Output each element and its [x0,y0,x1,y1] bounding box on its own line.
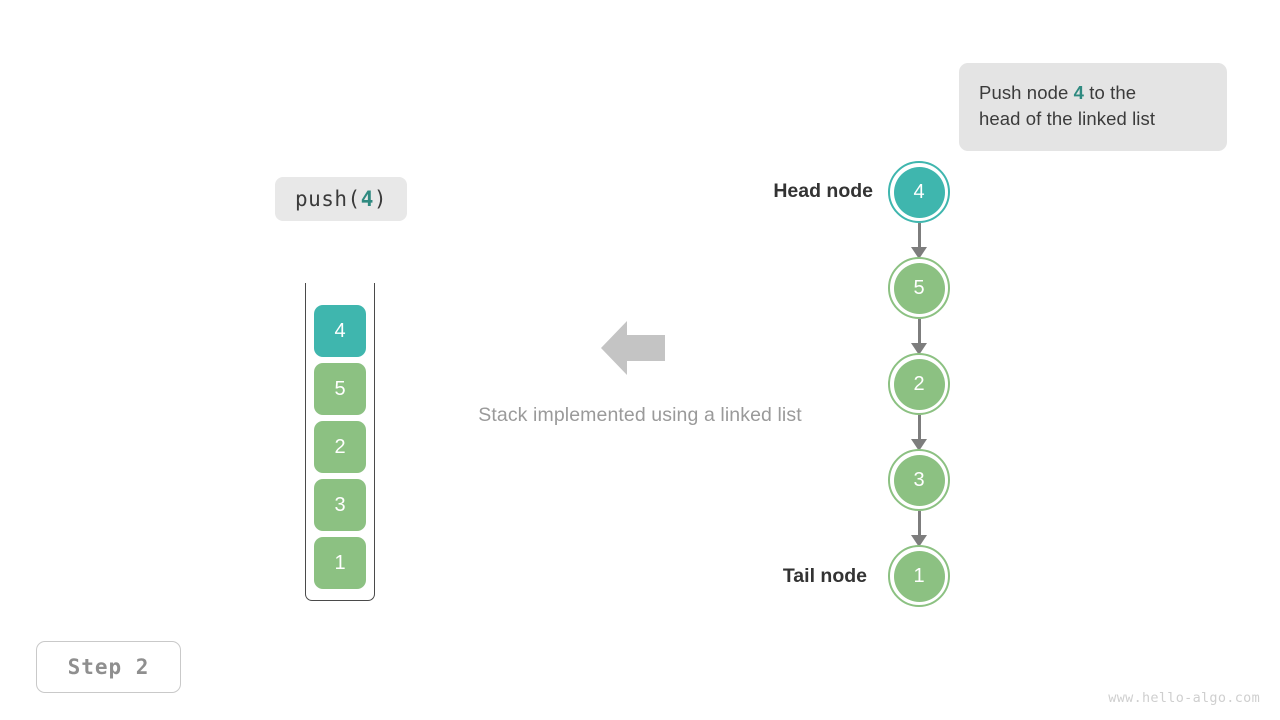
callout-highlight-value: 4 [1073,82,1084,103]
linked-list-link [917,319,921,349]
linked-list-link [917,511,921,541]
operation-close-paren: ) [373,187,388,211]
linked-list-node-value: 2 [913,372,925,395]
callout-text-before: Push node [979,82,1074,103]
stack-cell-value: 3 [334,493,346,516]
stack-cell: 2 [314,421,366,473]
stack-cell: 4 [314,305,366,357]
stack-cell-value: 1 [334,551,346,574]
operation-argument: 4 [360,187,374,211]
operation-name: push [294,187,348,211]
linked-list-node: 2 [888,353,950,415]
stack-cell: 3 [314,479,366,531]
stack-cell: 5 [314,363,366,415]
operation-chip-push: push(4) [275,177,407,221]
callout-text-after: to the [1084,82,1137,103]
linked-list-node-value: 5 [913,276,925,299]
linked-list-node-tail: 1 [888,545,950,607]
arrow-left-icon [601,321,665,375]
linked-list-node-value: 3 [913,468,925,491]
linked-list-node: 3 [888,449,950,511]
head-node-label: Head node [773,180,873,202]
callout-tooltip: Push node 4 to the head of the linked li… [959,63,1227,151]
operation-open-paren: ( [347,187,361,211]
stack-cell-value: 5 [334,377,346,400]
stack-cell: 1 [314,537,366,589]
linked-list-link [917,223,921,253]
linked-list-node-circle: 1 [893,550,945,602]
stack-caption: Stack implemented using a linked list [478,404,802,426]
linked-list-link [917,415,921,445]
stack-cell-value: 4 [334,319,346,342]
linked-list-node-value: 4 [913,180,925,203]
linked-list-node-circle: 3 [893,454,945,506]
linked-list-node-value: 1 [913,564,925,587]
watermark: www.hello-algo.com [1108,690,1260,706]
linked-list-node: 5 [888,257,950,319]
stack-cell-list: 4 5 2 3 1 [314,305,366,589]
linked-list-node-head: 4 [888,161,950,223]
step-badge: Step 2 [36,641,181,693]
stack-cell-value: 2 [334,435,346,458]
linked-list-node-circle: 5 [893,262,945,314]
tail-node-label: Tail node [782,565,867,587]
callout-line-two: head of the linked list [979,108,1156,129]
linked-list-visualization: 4 5 2 3 1 [888,161,952,617]
stack-visualization: 4 5 2 3 1 [305,283,375,601]
stack-container-outline [305,283,375,601]
linked-list-node-circle: 4 [893,166,945,218]
linked-list-node-circle: 2 [893,358,945,410]
